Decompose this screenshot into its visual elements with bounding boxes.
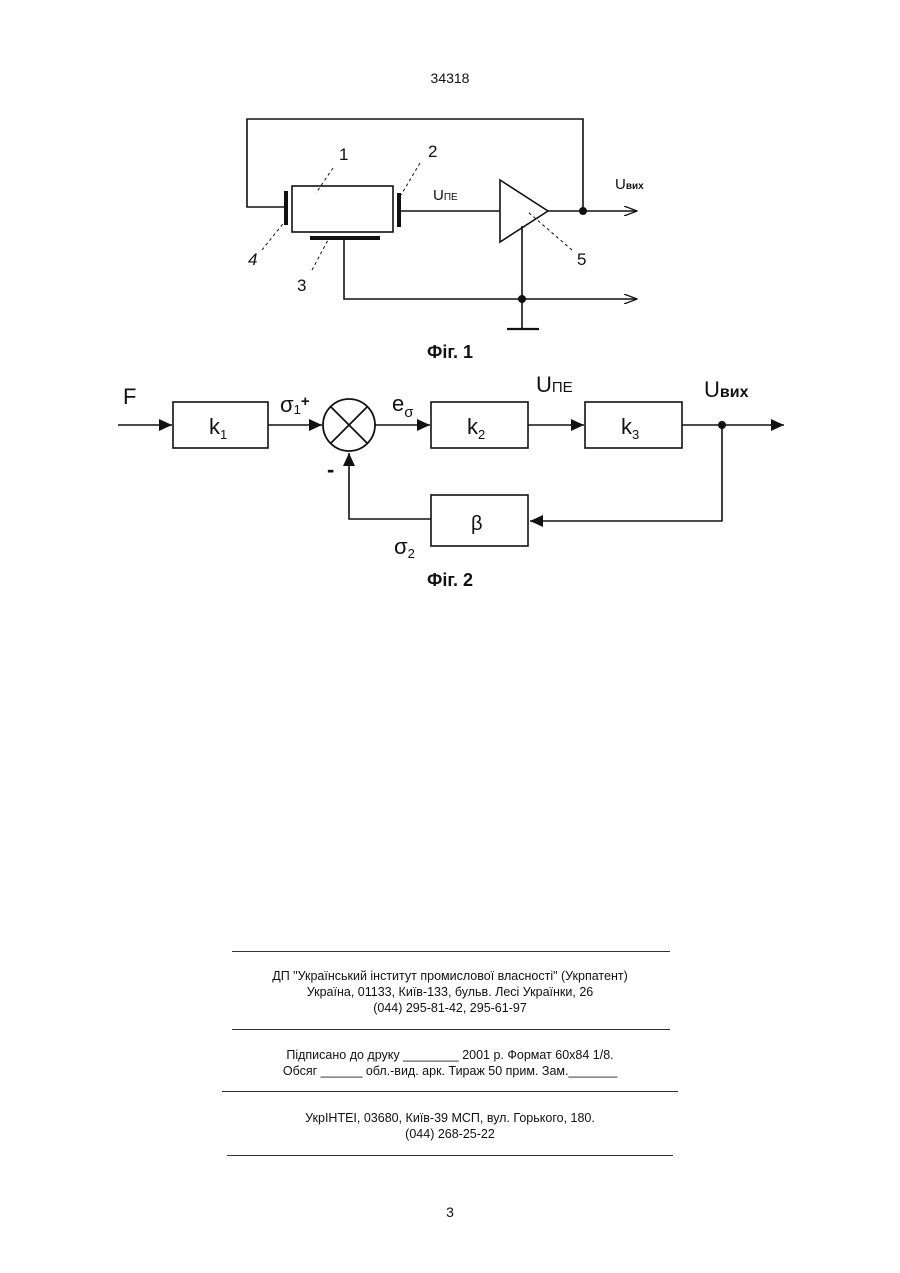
imprint-phone: (044) 295-81-42, 295-61-97 (0, 1000, 900, 1016)
imprint-printer-phone: (044) 268-25-22 (0, 1126, 900, 1142)
fig2-input-label: F (123, 384, 136, 409)
imprint-volume-info: Обсяг ______ обл.-вид. арк. Тираж 50 при… (0, 1063, 900, 1079)
imprint-rule-3 (222, 1091, 678, 1092)
fig2-feedback-wire (530, 425, 722, 521)
figure-2-caption: Фіг. 2 (0, 570, 900, 591)
fig2-minus-sign: - (327, 457, 334, 482)
imprint-publisher: ДП "Український інститут промислової вла… (0, 968, 900, 984)
fig2-u-out-label: Uвих (704, 377, 749, 402)
fig2-sigma2-label: σ2 (394, 534, 415, 561)
fig2-u-pe-label: UПЕ (536, 372, 573, 397)
fig2-k3-label: k3 (621, 414, 639, 442)
imprint-print-info: Підписано до друку ________ 2001 р. Форм… (0, 1047, 900, 1063)
figure-2-diagram: k1 k2 k3 β F σ1+ - eσ UПЕ Uвих σ2 (0, 0, 900, 600)
fig2-beta-label: β (471, 513, 483, 535)
imprint-printer: УкрІНТЕІ, 03680, Київ-39 МСП, вул. Горьк… (0, 1110, 900, 1126)
fig2-error-label: eσ (392, 391, 414, 421)
fig2-sigma1-label: σ1+ (280, 392, 310, 417)
imprint-rule-2 (232, 1029, 670, 1030)
fig2-k2-label: k2 (467, 414, 485, 442)
imprint-rule-1 (232, 951, 670, 952)
imprint-rule-4 (227, 1155, 673, 1156)
fig2-k1-label: k1 (209, 414, 227, 442)
page-number: 3 (0, 1204, 900, 1220)
fig2-beta-to-sum-wire (349, 453, 431, 519)
imprint-address: Україна, 01133, Київ-133, бульв. Лесі Ук… (0, 984, 900, 1000)
